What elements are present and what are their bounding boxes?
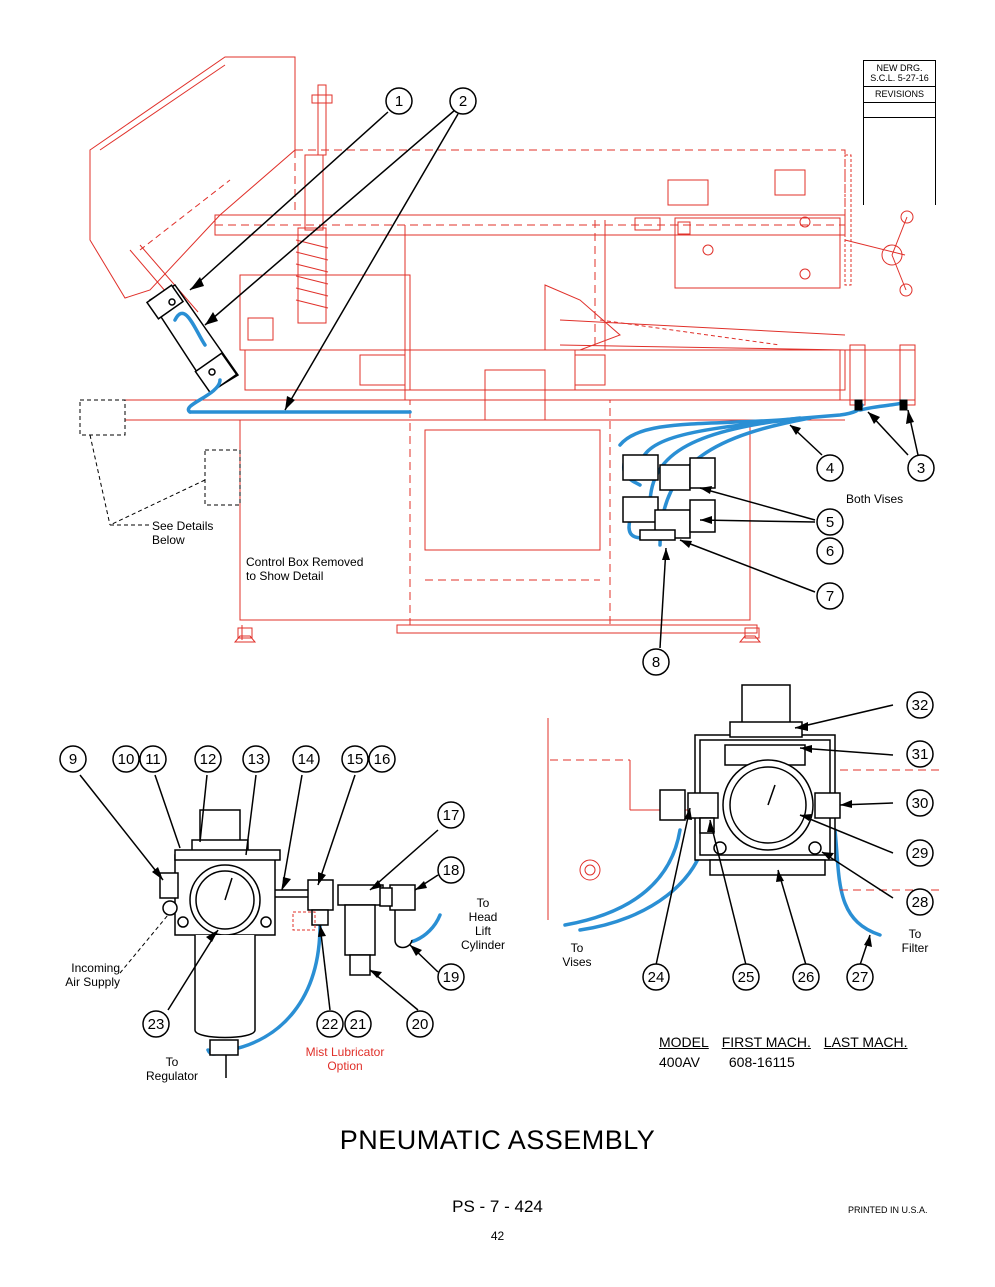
callout-21: 21	[350, 1016, 367, 1033]
callout-30: 30	[912, 795, 929, 812]
callout-circles	[59, 87, 935, 1038]
rev-line-2: S.C.L. 5-27-16	[870, 73, 929, 83]
callout-20: 20	[412, 1016, 429, 1033]
callout-27: 27	[852, 969, 869, 986]
callout-12: 12	[200, 751, 217, 768]
callout-10: 10	[118, 751, 135, 768]
head-lift-cylinder	[145, 283, 240, 394]
callout-32: 32	[912, 697, 929, 714]
callout-29: 29	[912, 845, 929, 862]
callout-7: 7	[826, 588, 834, 605]
regulator-unit	[659, 684, 841, 876]
printed-in-usa: PRINTED IN U.S.A.	[848, 1205, 928, 1215]
valve-stack	[622, 454, 716, 541]
rev-line-3: REVISIONS	[874, 89, 924, 99]
callout-numbers: 1 2 3 4 5 6 7 8 9 10 11 12 13 14 15 16 1…	[69, 93, 929, 1033]
vise-fittings	[854, 399, 908, 411]
callout-13: 13	[248, 751, 265, 768]
callout-26: 26	[798, 969, 815, 986]
callout-15: 15	[347, 751, 364, 768]
note-both-vises: Both Vises	[846, 492, 904, 506]
page-title: PNEUMATIC ASSEMBLY	[339, 1125, 656, 1155]
leader-lines	[79, 109, 919, 1011]
callout-25: 25	[738, 969, 755, 986]
saw-machine-outline	[79, 56, 916, 643]
col-model: MODEL	[659, 1034, 709, 1050]
arrowheads	[152, 277, 914, 978]
callout-1: 1	[395, 93, 403, 110]
filter-regulator-unit	[159, 809, 416, 1078]
col-last-mach: LAST MACH.	[823, 1034, 908, 1050]
callout-6: 6	[826, 543, 834, 560]
model-value: 400AV	[659, 1054, 700, 1070]
callout-2: 2	[459, 93, 467, 110]
callout-23: 23	[148, 1016, 165, 1033]
callout-16: 16	[374, 751, 391, 768]
revision-block: NEW DRG. S.C.L. 5-27-16 REVISIONS	[863, 60, 936, 205]
callout-17: 17	[443, 807, 460, 824]
model-table: MODEL FIRST MACH. LAST MACH. 400AV 608-1…	[659, 1032, 908, 1072]
callout-18: 18	[443, 862, 460, 879]
page-number: 42	[490, 1229, 505, 1243]
callout-28: 28	[912, 894, 929, 911]
callout-4: 4	[826, 460, 834, 477]
callout-11: 11	[145, 751, 161, 768]
callout-31: 31	[912, 746, 929, 763]
callout-3: 3	[917, 460, 925, 477]
col-first-mach: FIRST MACH.	[721, 1034, 811, 1050]
callout-14: 14	[298, 751, 315, 768]
air-hoses	[173, 311, 907, 1056]
callout-19: 19	[443, 969, 460, 986]
rev-line-1: NEW DRG.	[876, 63, 923, 73]
callout-22: 22	[322, 1016, 339, 1033]
first-mach-value: 608-16115	[728, 1054, 795, 1070]
mist-lubricator-dashed	[292, 911, 316, 931]
page-code: PS - 7 - 424	[452, 1197, 543, 1216]
callout-5: 5	[826, 514, 834, 531]
callout-9: 9	[69, 751, 77, 768]
callout-24: 24	[648, 969, 665, 986]
dashed-leaders	[89, 434, 206, 974]
callout-8: 8	[652, 654, 660, 671]
